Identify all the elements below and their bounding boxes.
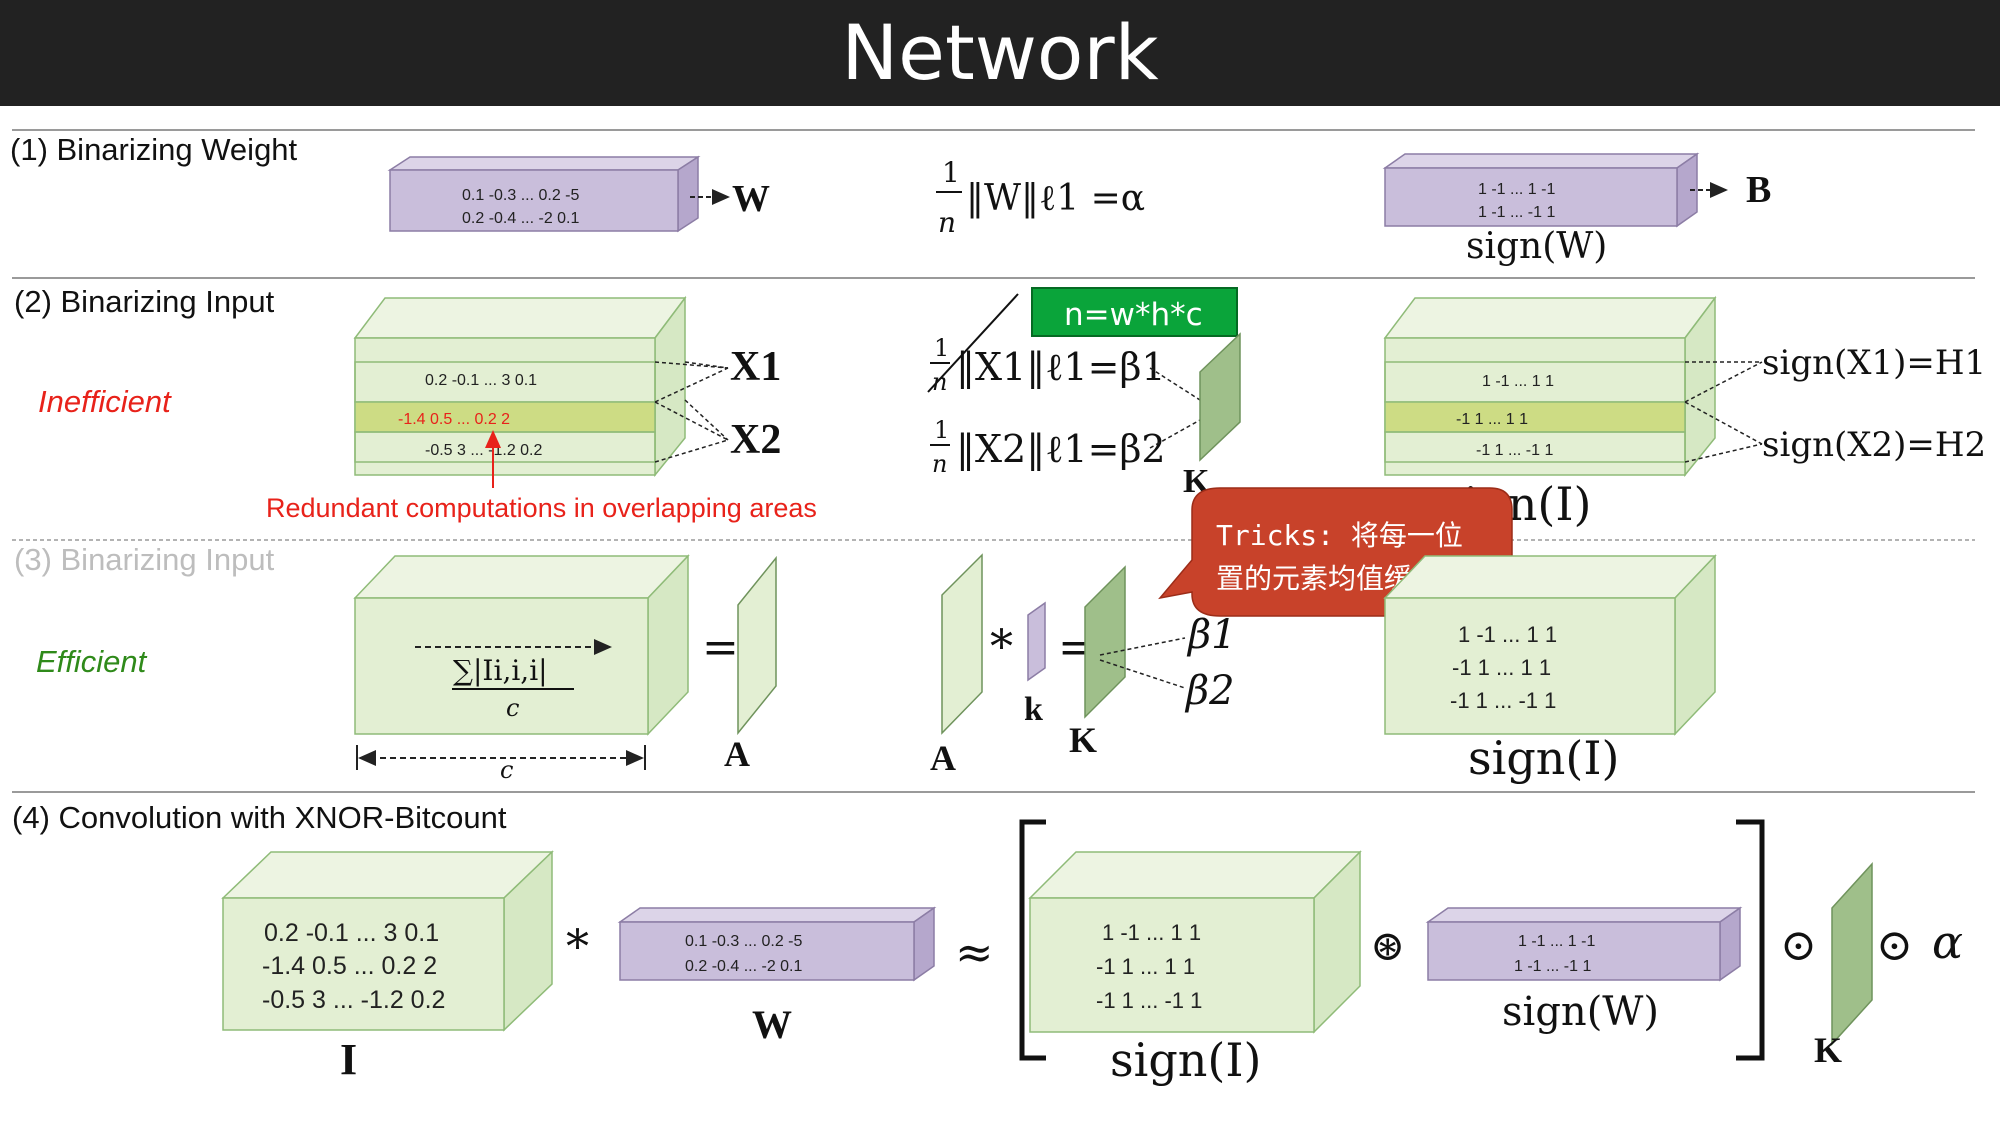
title-bar: Network: [0, 0, 2000, 106]
alpha-frac-num: 1: [942, 156, 960, 189]
k-plane-efficient: [1084, 565, 1126, 719]
alpha-frac-den: n: [938, 206, 956, 239]
input-row-3: -0.5 3 ... -1.2 0.2: [425, 442, 543, 459]
page-title: Network: [841, 8, 1159, 97]
callout-line-1: Tricks: 将每一位: [1216, 519, 1463, 552]
inefficient-tag: Inefficient: [38, 384, 172, 419]
x-dashed-links: [654, 361, 729, 463]
k-small-kernel: [1027, 601, 1046, 682]
beta2-label: β2: [1184, 668, 1235, 714]
input-row-1: 0.2 -0.1 ... 3 0.1: [425, 372, 537, 389]
convolution-star: *: [990, 619, 1013, 673]
conv-input-row-1: 0.2 -0.1 ... 3 0.1: [264, 919, 439, 947]
n-definition-box: [1031, 287, 1238, 337]
sign-w-label: sign(W): [1466, 226, 1607, 267]
conv-sign-row-3: -1 1 ... -1 1: [1096, 988, 1202, 1013]
binary-weight-row-1: 1 -1 ... 1 -1: [1478, 181, 1555, 198]
i-label: I: [340, 1035, 357, 1084]
sign-input-row-1: 1 -1 ... 1 1: [1458, 622, 1557, 647]
sign-input-cube: 1 -1 ... 1 1 -1 1 ... 1 1 -1 1 ... -1 1: [1383, 554, 1717, 736]
b-label: B: [1746, 169, 1771, 211]
section-3-label: (3) Binarizing Input: [14, 542, 275, 577]
conv-weight-row-1: 0.1 -0.3 ... 0.2 -5: [685, 933, 803, 950]
alpha-formula: 1 n ‖W‖ℓ1 =α: [936, 156, 1145, 239]
conv-sign-i-label: sign(I): [1110, 1033, 1261, 1087]
binary-input-cube: 1 -1 ... 1 1 -1 1 ... 1 1 -1 1 ... -1 1: [1383, 295, 1717, 478]
alpha-label: α: [1932, 915, 1963, 969]
beta2-frac-num: 1: [934, 416, 949, 444]
binary-weight-block-conv: 1 -1 ... 1 -1 1 -1 ... -1 1: [1425, 906, 1743, 982]
input-row-2: -1.4 0.5 ... 0.2 2: [398, 411, 510, 428]
a-label-1: A: [724, 734, 750, 774]
conv-input-row-2: -1.4 0.5 ... 0.2 2: [262, 952, 437, 980]
input-cube-conv: 0.2 -0.1 ... 3 0.1 -1.4 0.5 ... 0.2 2 -0…: [221, 850, 554, 1032]
section-2-label: (2) Binarizing Input: [14, 284, 275, 319]
conv-w-label: W: [752, 1002, 792, 1047]
conv-sign-row-2: -1 1 ... 1 1: [1096, 954, 1195, 979]
channel-c-label: c: [500, 756, 513, 784]
x1-label: X1: [730, 344, 781, 390]
left-bracket: [1019, 819, 1046, 1061]
binary-input-row-1: 1 -1 ... 1 1: [1482, 373, 1554, 390]
conv-weight-row-2: 0.2 -0.4 ... -2 0.1: [685, 958, 803, 975]
beta2-formula: ‖X2‖ℓ1=β2: [956, 427, 1166, 471]
redundant-note: Redundant computations in overlapping ar…: [266, 493, 817, 523]
xnor-operator: ⊛: [1370, 921, 1405, 970]
sign-input-row-3: -1 1 ... -1 1: [1450, 688, 1556, 713]
k-plane: [1199, 332, 1241, 462]
sum-numerator: ∑|Ii,i,i|: [453, 654, 548, 687]
input-cube-inefficient: 0.2 -0.1 ... 3 0.1 -1.4 0.5 ... 0.2 2 -0…: [353, 295, 687, 478]
section-1-label: (1) Binarizing Weight: [10, 132, 298, 167]
a-plane-1: [737, 555, 777, 736]
h1-label: sign(X1)=H1: [1762, 343, 1986, 383]
a-plane-2: [941, 553, 983, 735]
sign-i-label-3: sign(I): [1468, 731, 1619, 785]
sign-input-cube-conv: 1 -1 ... 1 1 -1 1 ... 1 1 -1 1 ... -1 1: [1028, 850, 1362, 1034]
k-plane-conv: [1831, 862, 1873, 1046]
w-label: W: [732, 178, 770, 220]
beta1-label: β1: [1186, 612, 1237, 658]
sign-input-row-2: -1 1 ... 1 1: [1452, 655, 1551, 680]
equals-sign-1: =: [702, 622, 739, 673]
weight-block-conv: 0.1 -0.3 ... 0.2 -5 0.2 -0.4 ... -2 0.1: [617, 906, 937, 982]
k-small-label: k: [1024, 691, 1043, 728]
weight-row-1: 0.1 -0.3 ... 0.2 -5: [462, 187, 580, 204]
hadamard-operator-1: ⊙: [1780, 920, 1817, 971]
beta1-formula: ‖X1‖ℓ1=β1: [956, 345, 1166, 389]
conv-star: *: [566, 919, 589, 973]
beta2-frac-den: n: [932, 450, 947, 478]
binary-input-row-3: -1 1 ... -1 1: [1476, 442, 1553, 459]
a-label-2: A: [930, 738, 956, 778]
conv-sign-w-label: sign(W): [1502, 989, 1659, 1035]
alpha-formula-body: ‖W‖ℓ1 =α: [966, 178, 1145, 219]
efficient-tag: Efficient: [36, 644, 148, 679]
n-definition-text: n=w*h*c: [1064, 297, 1203, 333]
binary-weight-block: 1 -1 ... 1 -1 1 -1 ... -1 1: [1382, 152, 1700, 228]
sum-denominator: c: [506, 694, 519, 722]
strike-line: [927, 293, 1019, 393]
conv-input-row-3: -0.5 3 ... -1.2 0.2: [262, 986, 445, 1014]
conv-k-label: K: [1814, 1030, 1842, 1070]
binary-weight-row-2: 1 -1 ... -1 1: [1478, 204, 1555, 221]
right-bracket: [1736, 819, 1765, 1061]
h-dashed-links: [1684, 361, 1763, 463]
weight-block: 0.1 -0.3 ... 0.2 -5 0.2 -0.4 ... -2 0.1: [387, 155, 701, 233]
h2-label: sign(X2)=H2: [1762, 425, 1986, 465]
conv-sign-row-1: 1 -1 ... 1 1: [1102, 920, 1201, 945]
input-cube-efficient: ∑|Ii,i,i| c: [353, 554, 690, 736]
x2-label: X2: [730, 417, 781, 463]
k-label-3: K: [1069, 720, 1097, 760]
section-4-label: (4) Convolution with XNOR-Bitcount: [12, 800, 507, 835]
beta-formulas: 1 n ‖X1‖ℓ1=β1 1 n ‖X2‖ℓ1=β2: [927, 293, 1201, 478]
weight-row-2: 0.2 -0.4 ... -2 0.1: [462, 210, 580, 227]
binary-input-row-2: -1 1 ... 1 1: [1456, 411, 1528, 428]
beta1-frac-num: 1: [934, 334, 949, 362]
conv-binary-weight-row-1: 1 -1 ... 1 -1: [1518, 933, 1595, 950]
approx-sign: ≈: [955, 925, 994, 979]
conv-binary-weight-row-2: 1 -1 ... -1 1: [1514, 958, 1591, 975]
hadamard-operator-2: ⊙: [1876, 920, 1913, 971]
